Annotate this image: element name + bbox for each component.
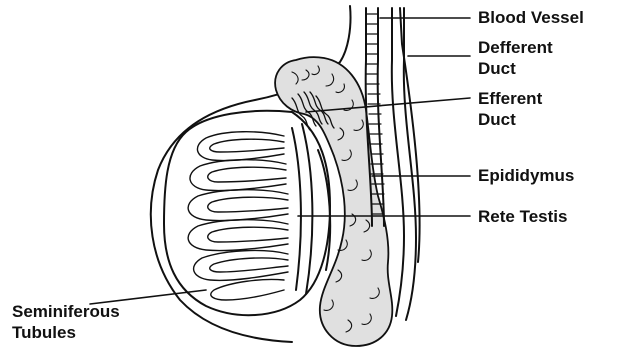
defferent-duct-outer: [392, 8, 404, 316]
tunica-inner-wall: [318, 150, 330, 270]
label-defferent-duct: Defferent Duct: [478, 37, 553, 79]
leader-lines: [90, 18, 470, 304]
label-blood-vessel: Blood Vessel: [478, 7, 584, 28]
label-efferent-duct: Efferent Duct: [478, 88, 542, 130]
label-epididymus: Epididymus: [478, 165, 574, 186]
outer-tunica-outline: [151, 6, 351, 342]
label-seminiferous-tubules: Seminiferous Tubules: [12, 301, 120, 343]
defferent-duct-inner: [404, 8, 416, 320]
label-rete-testis: Rete Testis: [478, 206, 567, 227]
mediastinum-line-2: [302, 124, 312, 294]
seminiferous-tubules: [188, 132, 288, 300]
mediastinum-line: [292, 128, 301, 290]
blood-vessel-right: [378, 8, 384, 226]
